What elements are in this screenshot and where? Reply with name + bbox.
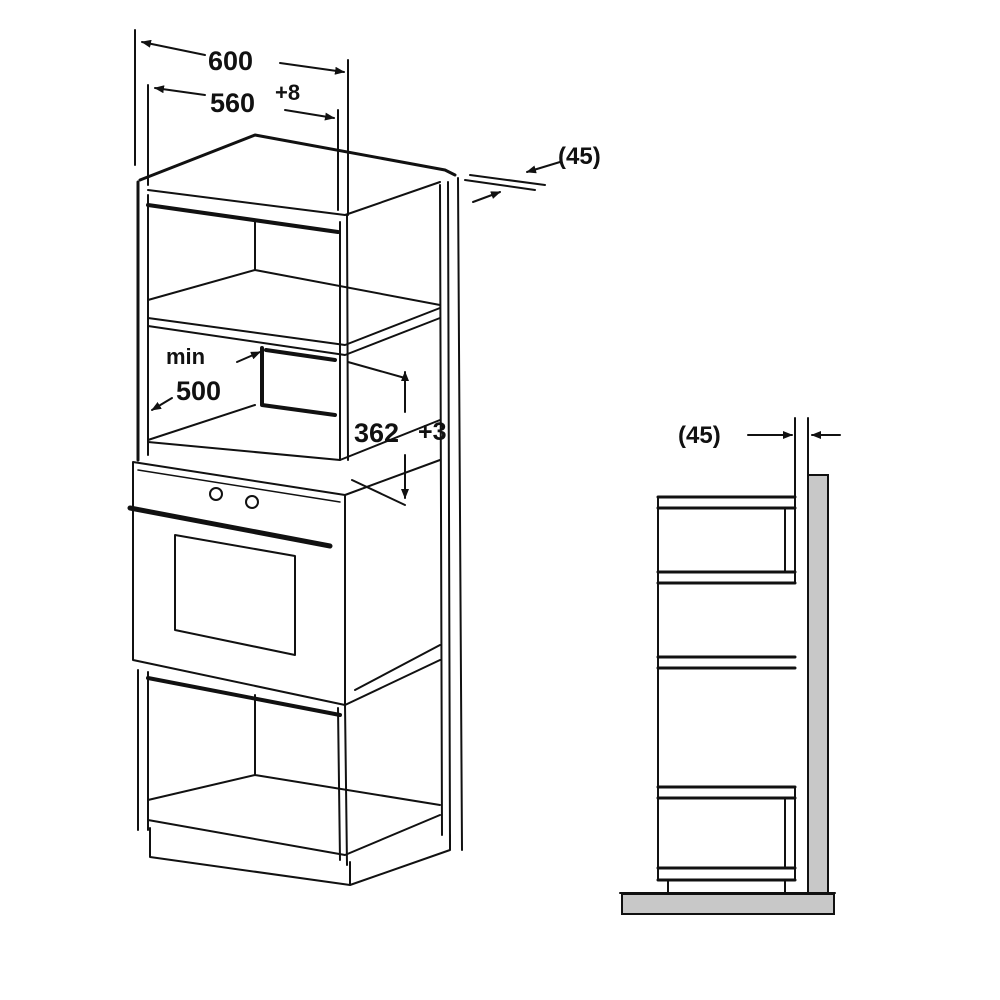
rear-wall bbox=[807, 474, 829, 896]
microwave-niche-back bbox=[260, 346, 337, 417]
arrow-min bbox=[236, 351, 261, 363]
side-shelves bbox=[656, 495, 797, 882]
cabinet-top-front-edge bbox=[147, 181, 441, 216]
side-gap-lines bbox=[794, 417, 809, 501]
extension-lines bbox=[134, 29, 349, 216]
bottom-compartment-lintel bbox=[146, 676, 342, 717]
dim-rear-gap-top: (45) bbox=[558, 143, 601, 170]
microwave-niche-floor bbox=[147, 361, 441, 506]
arrow-500 bbox=[151, 397, 173, 411]
tall-cabinet bbox=[127, 133, 463, 886]
top-compartment-back bbox=[147, 219, 441, 306]
dim-600: 600 bbox=[208, 46, 253, 76]
side-section-view bbox=[619, 417, 841, 915]
side-cabinet-walls bbox=[657, 496, 796, 894]
oven-side bbox=[344, 459, 441, 706]
oven-knob-right bbox=[245, 495, 259, 509]
cabinet-right-post bbox=[337, 214, 349, 866]
cabinet-top-back-edge bbox=[138, 133, 457, 182]
oven-control-panel-line bbox=[137, 469, 341, 503]
arrow-560-left bbox=[154, 85, 206, 96]
dim-362: 362 bbox=[354, 418, 399, 448]
arrow-600-left bbox=[141, 39, 206, 56]
floor bbox=[621, 893, 835, 915]
bottom-compartment-interior bbox=[147, 694, 441, 856]
oven bbox=[127, 459, 441, 706]
cabinet-side-back-edges bbox=[439, 177, 463, 851]
arrow-45-top-1 bbox=[526, 161, 561, 174]
dim-500: 500 bbox=[176, 376, 221, 406]
oven-door-handle bbox=[127, 505, 333, 549]
dimension-lines bbox=[134, 29, 561, 499]
oven-knob-left bbox=[209, 487, 223, 501]
dim-min-label: min bbox=[166, 344, 205, 369]
dim-rear-gap-side: (45) bbox=[678, 422, 721, 449]
cabinet-plinth bbox=[149, 827, 451, 886]
dim-560: 560 bbox=[210, 88, 255, 118]
oven-window bbox=[174, 534, 296, 656]
arrow-560-right bbox=[284, 109, 335, 121]
dim-362-tolerance: +3 bbox=[418, 418, 447, 446]
arrow-45-top-2 bbox=[472, 191, 501, 203]
rear-gap-lines bbox=[464, 174, 546, 191]
shelf-upper bbox=[147, 307, 441, 356]
top-compartment-lintel bbox=[146, 203, 340, 234]
dim-560-tolerance: +8 bbox=[275, 80, 300, 105]
arrow-600-right bbox=[279, 62, 345, 75]
